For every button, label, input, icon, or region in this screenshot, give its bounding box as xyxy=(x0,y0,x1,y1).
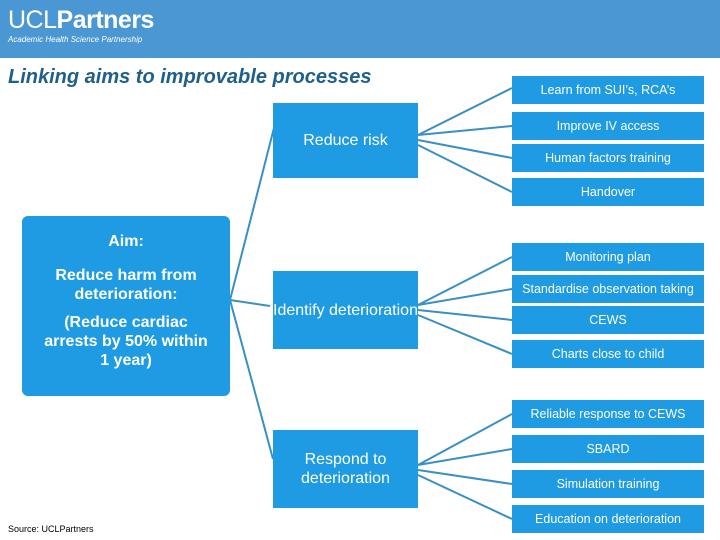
aim-line-5: 1 year) xyxy=(100,352,152,369)
aim-heading: Aim: xyxy=(108,233,144,250)
logo-partners-text: Partners xyxy=(56,6,155,34)
action-improve-iv-access: Improve IV access xyxy=(512,112,704,140)
action-simulation-training: Simulation training xyxy=(512,470,704,498)
identify-connectors xyxy=(417,256,513,355)
logo-subtitle: Academic Health Science Partnership xyxy=(8,35,143,44)
uclpartners-logo: UCLPartners Academic Health Science Part… xyxy=(8,6,154,45)
action-reliable-response: Reliable response to CEWS xyxy=(512,400,704,428)
action-charts-close-to-child: Charts close to child xyxy=(512,340,704,368)
driver-identify-deterioration: Identify deterioration xyxy=(273,271,418,349)
aim-line-4: arrests by 50% within xyxy=(44,333,208,350)
driver-respond-to-deterioration: Respond to deterioration xyxy=(273,430,418,508)
driver-reduce-risk: Reduce risk xyxy=(273,103,418,178)
action-human-factors-training: Human factors training xyxy=(512,144,704,172)
slide-title: Linking aims to improvable processes xyxy=(8,66,372,88)
header-bar: UCLPartners Academic Health Science Part… xyxy=(0,0,720,58)
action-cews: CEWS xyxy=(512,306,704,334)
action-sbard: SBARD xyxy=(512,435,704,463)
action-education-on-deterioration: Education on deterioration xyxy=(512,505,704,533)
aim-line-3: (Reduce cardiac xyxy=(64,314,188,331)
aim-connector xyxy=(229,123,276,460)
aim-line-1: Reduce harm from xyxy=(55,267,197,284)
action-handover: Handover xyxy=(512,178,704,206)
risk-connectors xyxy=(417,87,513,193)
action-standardise-observation: Standardise observation taking xyxy=(512,275,704,303)
aim-box: Aim: Reduce harm from deterioration: (Re… xyxy=(22,216,230,396)
aim-line-2: deterioration: xyxy=(74,286,178,303)
action-learn-from-sui: Learn from SUI’s, RCA’s xyxy=(512,76,704,104)
action-monitoring-plan: Monitoring plan xyxy=(512,243,704,271)
respond-connectors xyxy=(417,413,513,520)
source-note: Source: UCLPartners xyxy=(8,524,94,534)
logo-ucl-text: UCL xyxy=(8,6,57,34)
